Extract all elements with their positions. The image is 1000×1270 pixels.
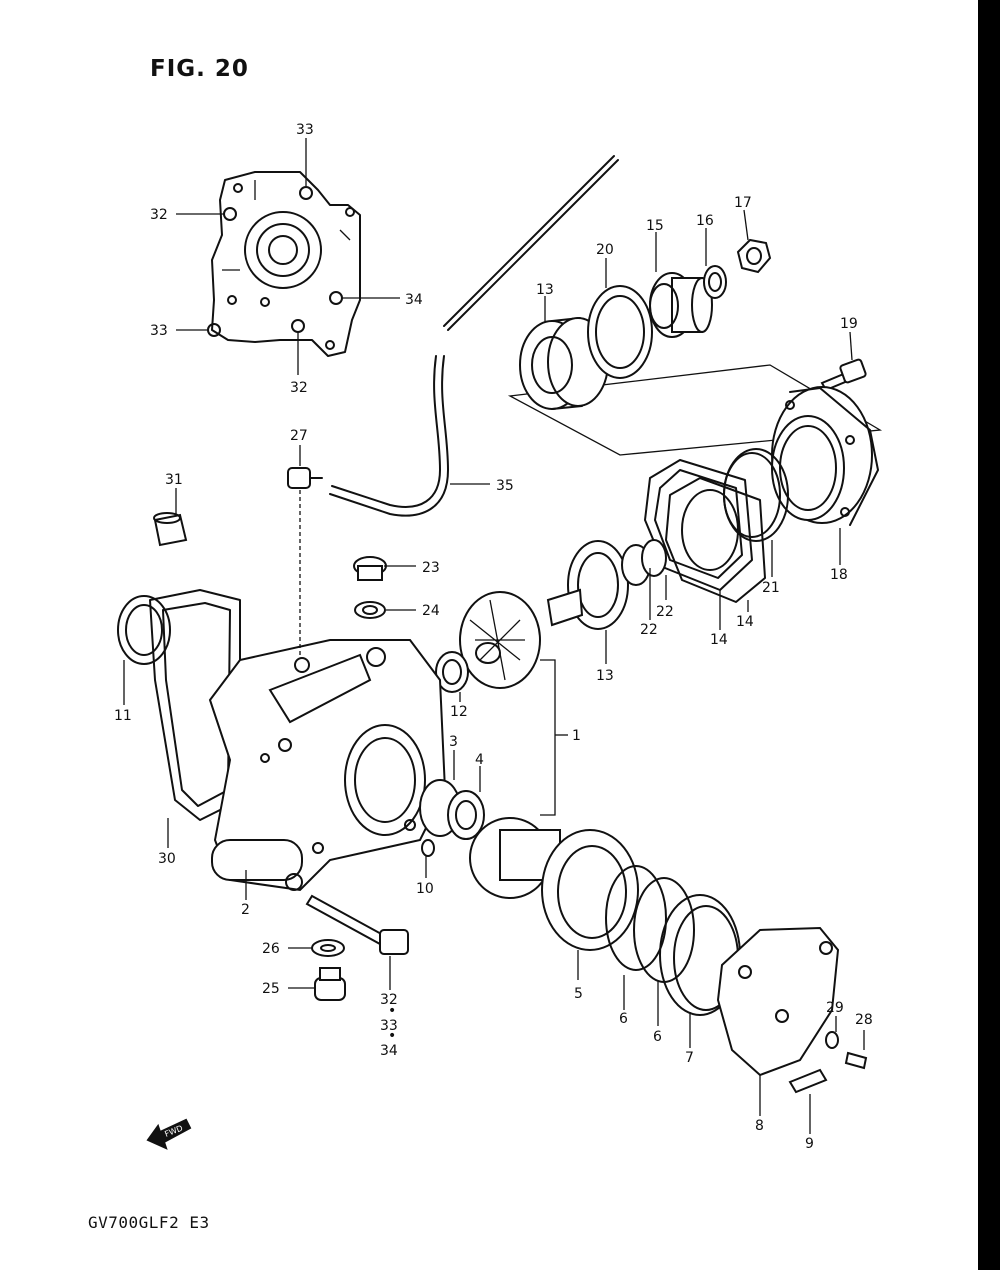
breather-hose <box>329 155 619 517</box>
callout-2: 2 <box>241 902 250 918</box>
callout-6-left: 6 <box>619 1011 628 1027</box>
callout-34-right: 34 <box>405 292 423 308</box>
figure-title: FIG. 20 <box>150 56 249 82</box>
drain-plug-group-top <box>287 467 387 655</box>
callout-18: 18 <box>830 567 848 583</box>
callout-dot-1: • <box>388 1028 396 1044</box>
callout-14-right: 14 <box>736 614 754 630</box>
callout-34-bottom: 34 <box>380 1043 398 1059</box>
callout-3: 3 <box>449 734 458 750</box>
callout-10: 10 <box>416 881 434 897</box>
callout-20: 20 <box>596 242 614 258</box>
callout-26: 26 <box>262 941 280 957</box>
callout-5: 5 <box>574 986 583 1002</box>
forward-arrow: FWD <box>146 1118 192 1150</box>
callout-9: 9 <box>805 1136 814 1152</box>
shims-and-gaskets <box>644 448 789 603</box>
callout-24: 24 <box>422 603 440 619</box>
callout-28: 28 <box>855 1012 873 1028</box>
ring-gear-group <box>419 779 741 1016</box>
case-face-view <box>207 171 361 357</box>
callout-labels: 33 32 33 32 34 13 20 15 16 17 19 27 31 3… <box>114 122 873 1152</box>
callout-23: 23 <box>422 560 440 576</box>
callout-32-bottom: 32 <box>380 992 398 1008</box>
callout-32-lower: 32 <box>290 380 308 396</box>
callout-15: 15 <box>646 218 664 234</box>
callout-7: 7 <box>685 1050 694 1066</box>
callout-21: 21 <box>762 580 780 596</box>
callout-14-left: 14 <box>710 632 728 648</box>
callout-32-top: 32 <box>150 207 168 223</box>
callout-11: 11 <box>114 708 132 724</box>
callout-33-top: 33 <box>296 122 314 138</box>
callout-1: 1 <box>572 728 581 744</box>
callout-19: 19 <box>840 316 858 332</box>
scan-edge-bar <box>978 0 1000 1270</box>
callout-35: 35 <box>496 478 514 494</box>
pinion-gear-group <box>435 539 667 693</box>
callout-8: 8 <box>755 1118 764 1134</box>
callout-16: 16 <box>696 213 714 229</box>
callout-27: 27 <box>290 428 308 444</box>
leader-lines <box>123 138 865 1134</box>
callout-22-left: 22 <box>640 622 658 638</box>
callout-dot-2: • <box>388 1003 396 1019</box>
callout-6-right: 6 <box>653 1029 662 1045</box>
callout-29: 29 <box>826 1000 844 1016</box>
callout-13-top: 13 <box>536 282 554 298</box>
callout-25: 25 <box>262 981 280 997</box>
callout-30: 30 <box>158 851 176 867</box>
callout-4: 4 <box>475 752 484 768</box>
flange-assembly <box>771 358 879 526</box>
callout-33-bottom: 33 <box>380 1018 398 1034</box>
callout-31: 31 <box>165 472 183 488</box>
callout-13-lower: 13 <box>596 668 614 684</box>
seal-gasket-dowel <box>117 512 241 821</box>
drain-plug-group-bottom <box>305 894 409 1001</box>
callout-17: 17 <box>734 195 752 211</box>
callout-33-left: 33 <box>150 323 168 339</box>
rear-cover-group <box>716 926 868 1094</box>
output-bearing-group <box>507 238 883 456</box>
callout-22-right: 22 <box>656 604 674 620</box>
gear-case <box>208 639 447 892</box>
callout-12: 12 <box>450 704 468 720</box>
model-code: GV700GLF2 E3 <box>88 1213 210 1232</box>
